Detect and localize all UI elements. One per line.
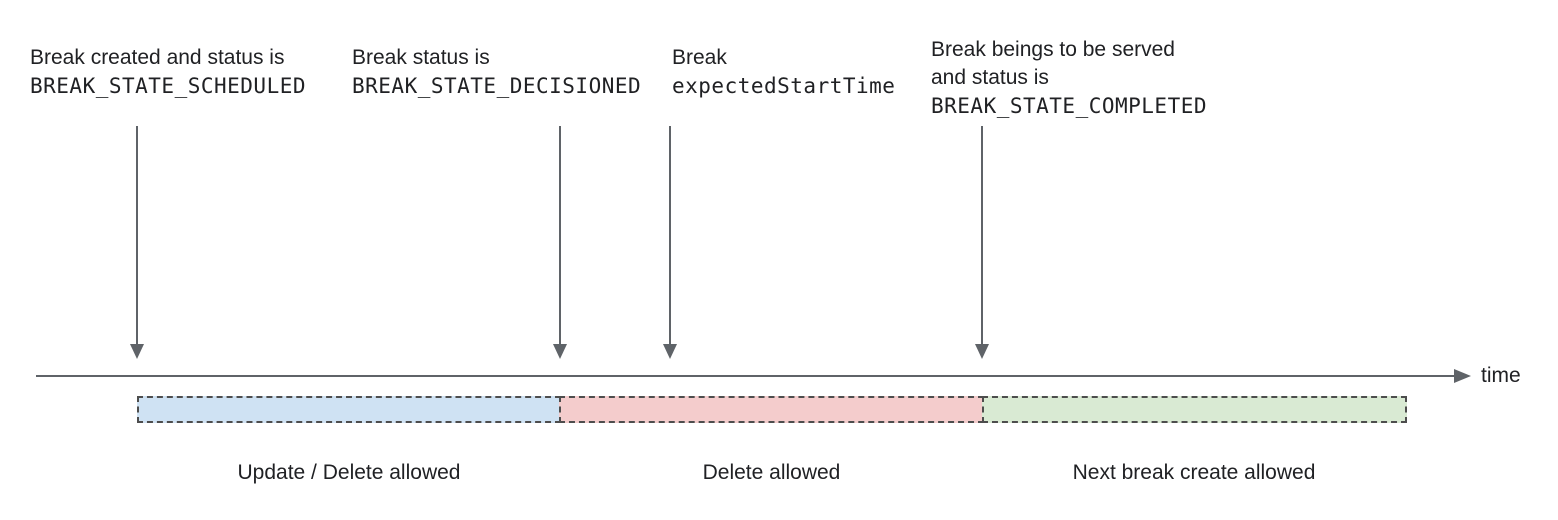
time-axis-arrow-icon <box>1454 369 1471 383</box>
down-arrow-shaft <box>559 126 561 344</box>
down-arrow-icon <box>663 344 677 359</box>
segment-label-delete: Delete allowed <box>702 461 841 484</box>
down-arrow-shaft <box>669 126 671 344</box>
annotation-expected-start-time: Break expectedStartTime <box>672 44 895 100</box>
annotation-text-line: Break beings to be served <box>931 38 1175 61</box>
segment-label-update-delete: Update / Delete allowed <box>237 461 461 484</box>
annotation-break-decisioned: Break status is BREAK_STATE_DECISIONED <box>352 44 641 100</box>
annotation-text-line: Break status is <box>352 46 490 69</box>
annotation-code-line: expectedStartTime <box>672 74 896 98</box>
segment-update-delete-allowed <box>137 396 561 423</box>
annotation-break-created: Break created and status is BREAK_STATE_… <box>30 44 306 100</box>
annotation-break-completed: Break beings to be served and status is … <box>931 36 1207 120</box>
annotation-code-line: BREAK_STATE_DECISIONED <box>352 74 642 98</box>
annotation-code-line: BREAK_STATE_SCHEDULED <box>30 74 307 98</box>
annotation-text-line: Break created and status is <box>30 46 285 69</box>
down-arrow-icon <box>975 344 989 359</box>
segment-label-next-break-create: Next break create allowed <box>1072 461 1316 484</box>
down-arrow-icon <box>130 344 144 359</box>
down-arrow-shaft <box>981 126 983 344</box>
time-axis-line <box>36 375 1456 377</box>
annotation-text-line: and status is <box>931 66 1049 89</box>
down-arrow-shaft <box>136 126 138 344</box>
segment-delete-allowed <box>559 396 984 423</box>
segment-next-break-create-allowed <box>982 396 1407 423</box>
time-axis-label: time <box>1481 364 1521 387</box>
down-arrow-icon <box>553 344 567 359</box>
annotation-text-line: Break <box>672 46 727 69</box>
annotation-code-line: BREAK_STATE_COMPLETED <box>931 94 1208 118</box>
